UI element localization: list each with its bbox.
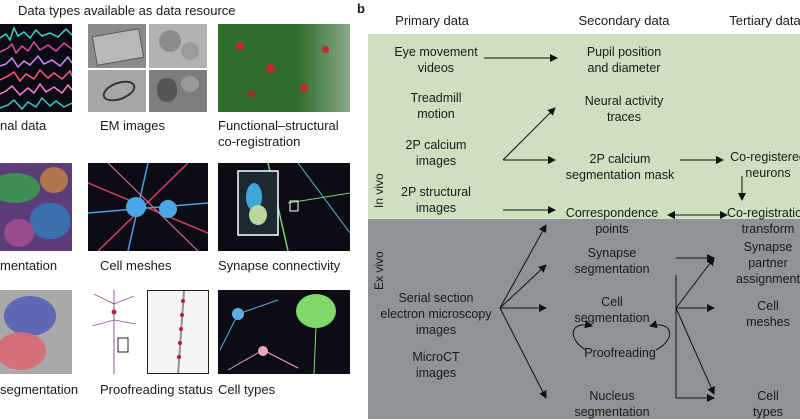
panel-a-title: Data types available as data resource (18, 3, 236, 18)
header-primary: Primary data (395, 13, 469, 28)
em-image-2 (149, 24, 207, 68)
caption-coregistration-line1: Functional–structural (218, 118, 339, 133)
header-tertiary: Tertiary data (729, 13, 800, 28)
cell-types-image (218, 290, 350, 374)
cell-meshes-image (88, 163, 208, 251)
em-image-4 (149, 70, 207, 112)
caption-cell-meshes: Cell meshes (100, 258, 172, 273)
caption-nucleus-segmentation: segmentation (0, 382, 79, 397)
activity-traces-graphic (0, 26, 72, 111)
caption-coregistration-line2: co-registration (218, 134, 301, 149)
segmentation-image (0, 163, 72, 251)
neuron-graphic (91, 290, 137, 374)
invivo-region (368, 34, 800, 219)
functional-data-image (0, 24, 72, 112)
node-coregistration-transform: Co-registrationtransform (727, 206, 800, 236)
caption-proofreading-status: Proofreading status (100, 382, 213, 397)
panel-b-label: b (357, 1, 365, 16)
caption-segmentation: mentation (0, 258, 58, 273)
nucleus-segmentation-image (0, 290, 72, 374)
synapse-connectivity-image (218, 163, 350, 251)
cell-meshes-graphic (88, 163, 208, 251)
em-image-1 (88, 24, 146, 68)
em-image-3 (88, 70, 146, 112)
synapse-graphic (237, 163, 350, 251)
caption-cell-types: Cell types (218, 382, 276, 397)
exvivo-region (368, 219, 800, 419)
proofreading-neuron-image (88, 290, 140, 374)
node-proofreading: Proofreading (584, 346, 656, 360)
caption-functional-data: nal data (0, 118, 47, 133)
caption-em-images: EM images (100, 118, 166, 133)
cell-types-graphic (219, 299, 317, 374)
coregistration-image (218, 24, 350, 112)
proofreading-zoom-image (147, 290, 209, 374)
caption-synapse-connectivity: Synapse connectivity (218, 258, 341, 273)
header-secondary: Secondary data (578, 13, 670, 28)
proofreading-zoom-graphic (177, 291, 185, 373)
